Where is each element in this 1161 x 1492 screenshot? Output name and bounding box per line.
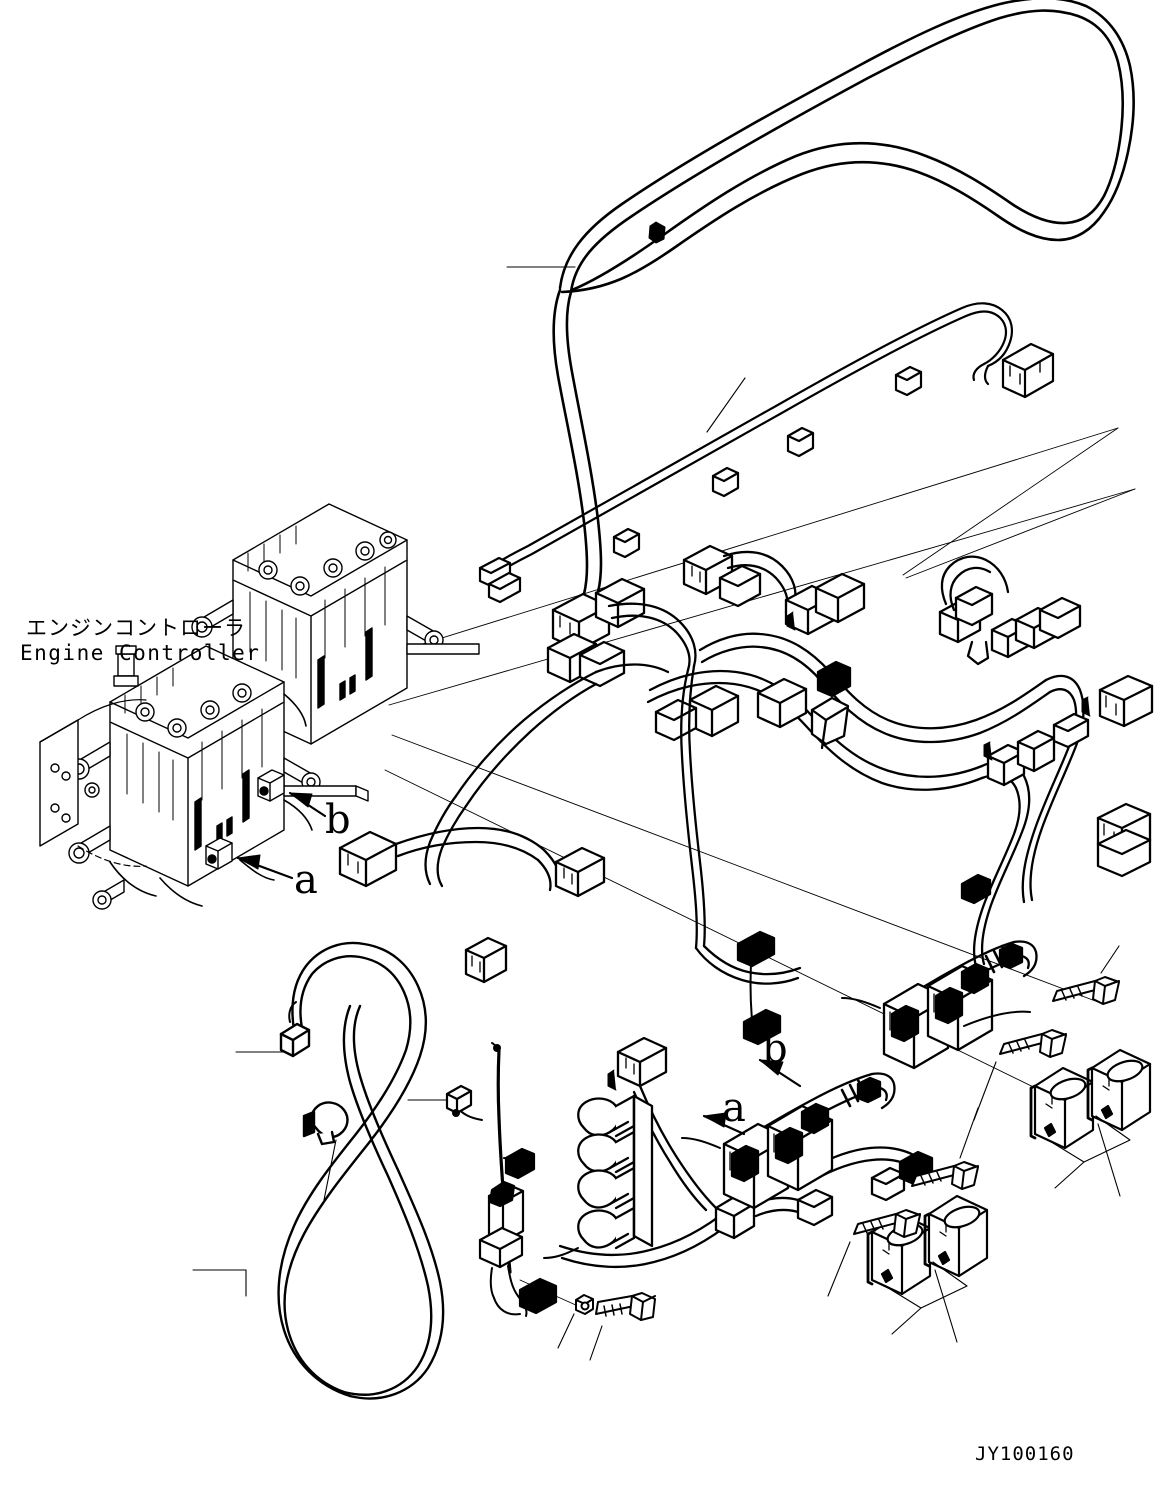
callout-a-upper: a <box>294 857 318 903</box>
drawing-number: JY100160 <box>975 1443 1075 1465</box>
sensor-fitting <box>445 1084 473 1117</box>
stub-connector-1 <box>736 930 776 968</box>
connector-right-edge-lower <box>1096 802 1152 878</box>
injector-rail-lower <box>681 1072 896 1210</box>
injector-clamp-block-4 <box>923 1194 989 1278</box>
controller-connector-a <box>205 837 233 870</box>
bolt-5 <box>589 1292 656 1361</box>
connector-lower-left-small2 <box>554 846 606 898</box>
controller-connector-b <box>257 769 285 802</box>
injector-clamp-block-2 <box>1086 1048 1152 1132</box>
callout-arrows <box>236 791 802 1136</box>
bolt-4 <box>827 1209 921 1297</box>
connector-upper-mid <box>682 544 797 614</box>
connector-cluster-far-right <box>938 585 1082 666</box>
connector-mid-vertical <box>464 936 508 984</box>
engine-controller-label-en: Engine Controller <box>20 641 261 665</box>
bolt-3 <box>911 1107 979 1190</box>
connector-right-edge-upper <box>1081 674 1154 728</box>
bolt-1 <box>1052 945 1120 1005</box>
bracket-connector-lower-right <box>714 1188 834 1240</box>
sensor-bracket <box>478 1180 558 1317</box>
upper-looped-cable <box>506 0 1135 596</box>
controller-mount-bracket <box>39 699 147 867</box>
main-engine-wiring-harness <box>338 544 1154 1269</box>
connector-bottom-right-small <box>870 1166 906 1202</box>
callout-b-lower: b <box>762 1026 788 1072</box>
connector-trunk-mid <box>654 684 740 742</box>
callout-b-upper: b <box>325 797 351 843</box>
engine-controller-label-jp: エンジンコントローラ <box>26 616 246 640</box>
stub-connector-2 <box>742 1008 782 1046</box>
connector-lower-center <box>607 1036 668 1091</box>
lower-looped-cable <box>192 941 445 1400</box>
callout-a-lower: a <box>722 1085 746 1131</box>
cable-clamp <box>302 1101 349 1146</box>
injector-clamp-block-1 <box>1029 1066 1095 1150</box>
straight-clipped-harness <box>478 302 1055 604</box>
connector-mid-right <box>983 729 1056 787</box>
injector-rail-upper <box>841 940 1038 1070</box>
bolts <box>557 945 1120 1361</box>
connector-trunk-right <box>756 660 852 729</box>
connector-small-lower-right <box>960 873 992 905</box>
connector-lower-left-small <box>338 826 562 892</box>
connector-upper-mid-2 <box>718 564 762 608</box>
bolt-2 <box>973 1029 1067 1121</box>
connector-cluster-left <box>546 577 697 688</box>
controller-top-rail-front <box>109 645 285 739</box>
engine-controller-assembly <box>39 503 480 910</box>
sensor-branch-harness <box>407 1042 579 1317</box>
connector-cluster-right-upper <box>784 572 866 636</box>
controller-top-rail-rear <box>232 503 408 597</box>
inline-connector-cone <box>810 696 850 750</box>
sensor-connector-right <box>504 1147 536 1180</box>
round-connector-stack <box>543 1094 654 1259</box>
cable-end-fitting <box>279 1001 311 1058</box>
injector-clamp-blocks <box>866 1048 1152 1343</box>
connector-small-tag <box>1052 712 1090 749</box>
washer <box>557 1294 594 1349</box>
controller-body-front <box>109 665 285 887</box>
